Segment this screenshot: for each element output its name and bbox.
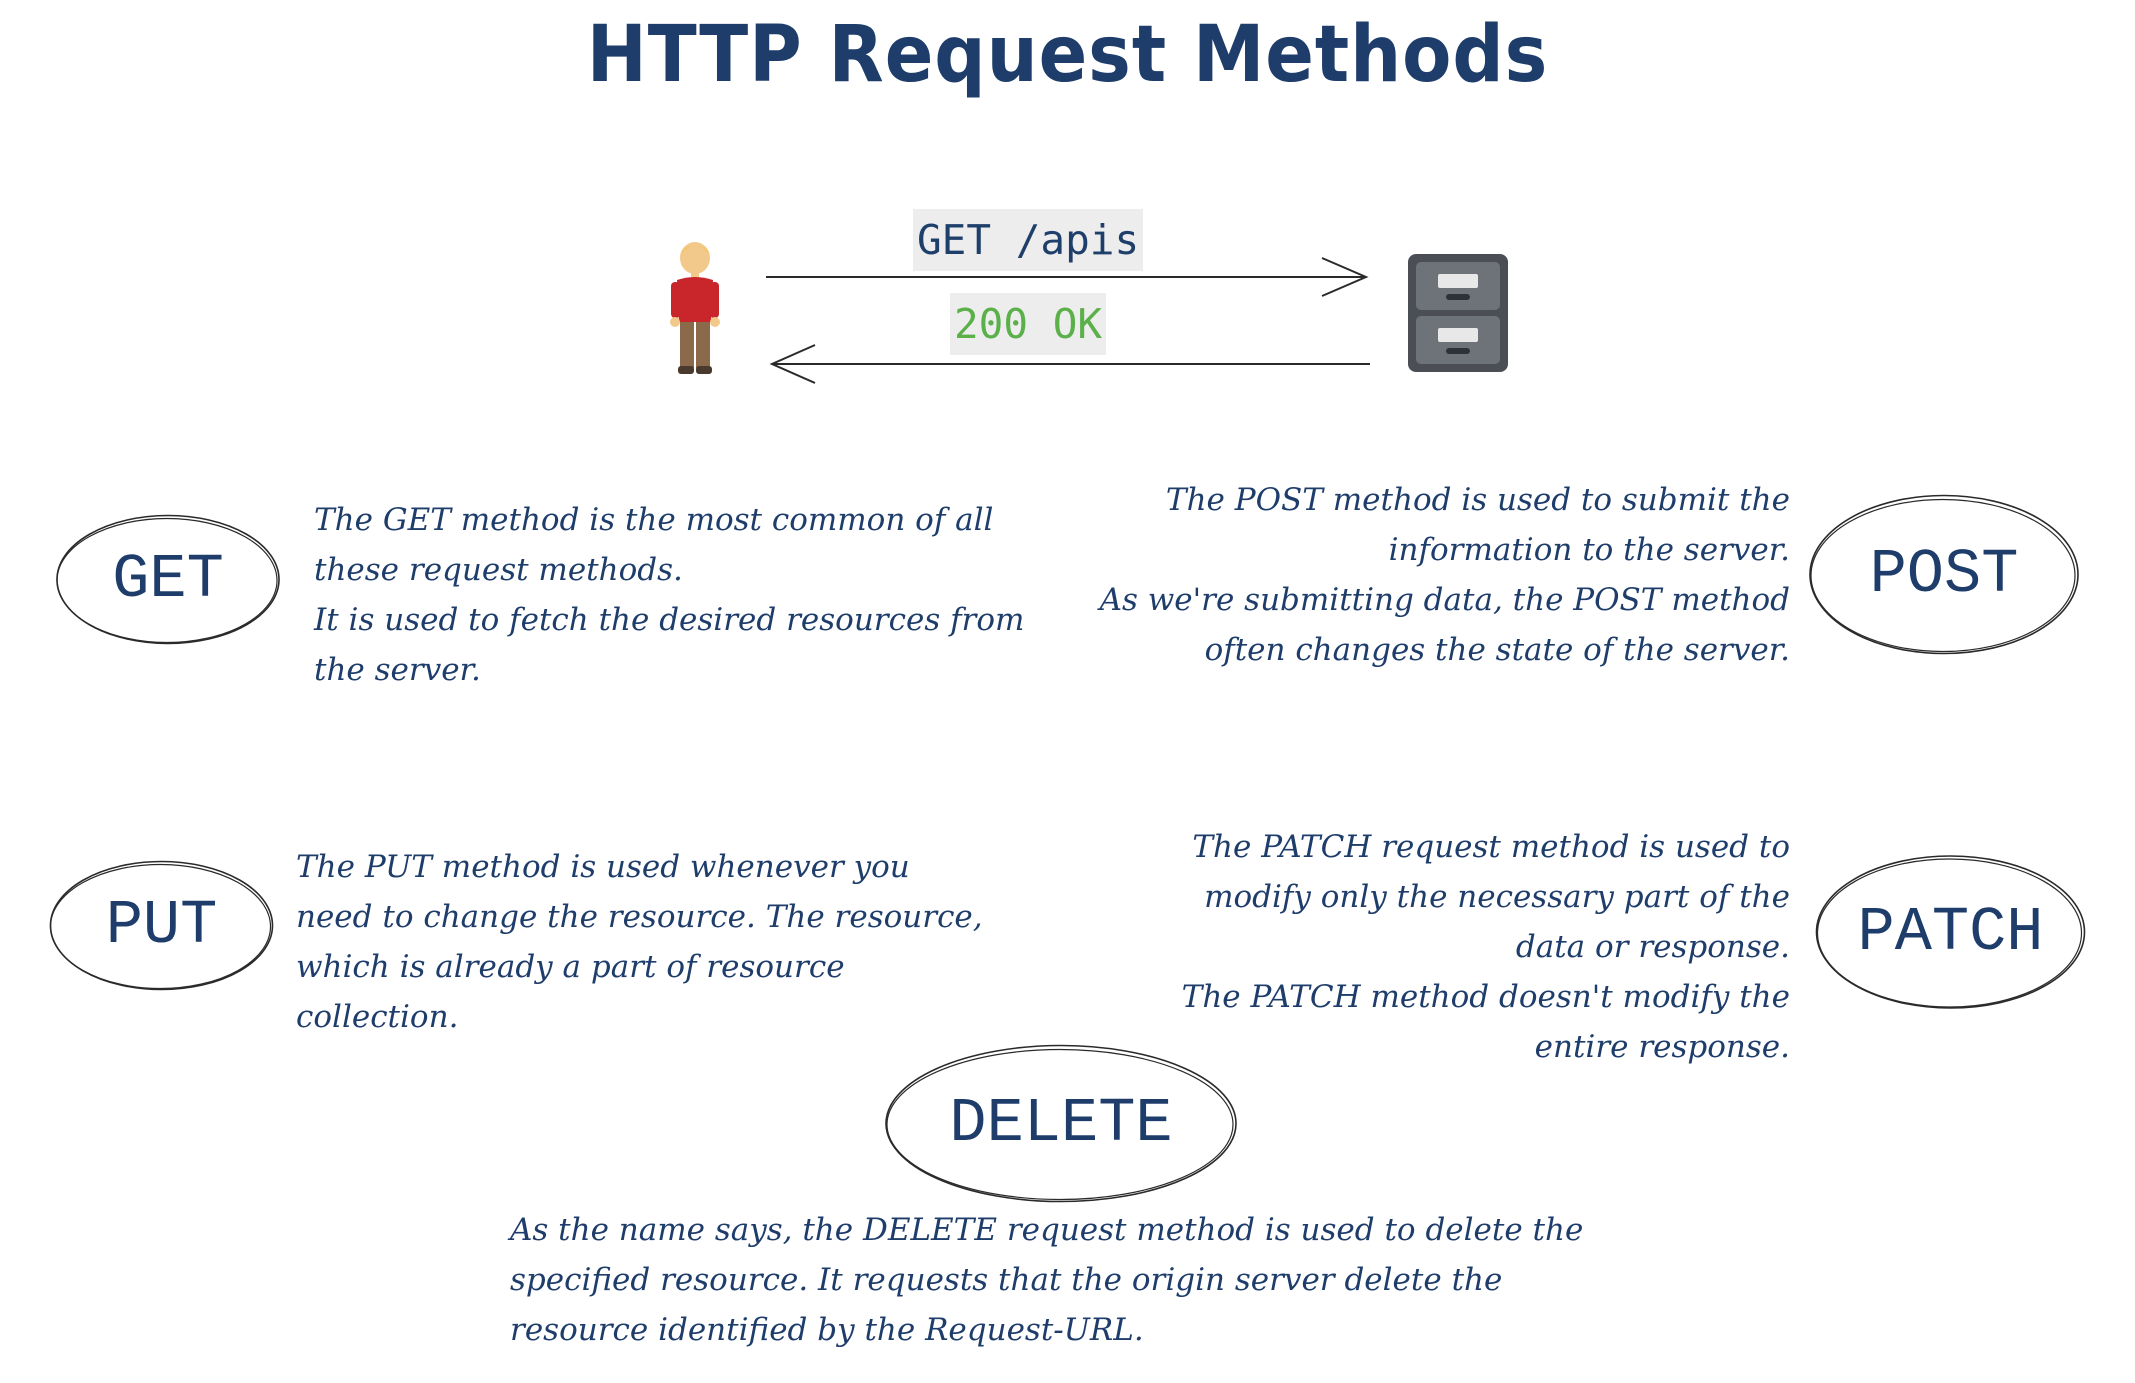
put-description-line: collection.	[296, 999, 459, 1035]
put-method-badge: PUT	[48, 859, 275, 992]
file-cabinet-icon	[1408, 254, 1508, 372]
post-description: The POST method is used to submit the in…	[1030, 475, 1790, 675]
get-method-badge: GET	[55, 513, 281, 646]
patch-description-line: modify only the necessary part of the	[1204, 879, 1790, 915]
patch-description-line: The PATCH request method is used to	[1192, 829, 1790, 865]
patch-description-line: The PATCH method doesn't modify the	[1181, 979, 1790, 1015]
post-description-line: often changes the state of the server.	[1204, 632, 1790, 668]
person-icon	[670, 242, 720, 374]
put-description-line: The PUT method is used whenever you	[296, 849, 910, 885]
delete-description: As the name says, the DELETE request met…	[510, 1205, 1583, 1355]
delete-description-line: As the name says, the DELETE request met…	[510, 1212, 1584, 1248]
post-description-line: information to the server.	[1388, 532, 1790, 568]
put-description-line: which is already a part of resource	[296, 949, 845, 985]
patch-method-badge: PATCH	[1814, 853, 2087, 1011]
put-description: The PUT method is used whenever you need…	[296, 842, 983, 1042]
delete-description-line: specified resource. It requests that the…	[510, 1262, 1503, 1298]
get-description-line: the server.	[314, 652, 481, 688]
post-method-badge: POST	[1808, 493, 2080, 656]
delete-method-badge: DELETE	[884, 1043, 1238, 1204]
get-description: The GET method is the most common of all…	[314, 495, 1024, 695]
get-description-line: these request methods.	[314, 552, 683, 588]
get-method-name: GET	[112, 544, 224, 615]
response-label: 200 OK	[950, 293, 1107, 355]
delete-description-line: resource identified by the Request-URL.	[510, 1312, 1144, 1348]
patch-description: The PATCH request method is used to modi…	[1030, 822, 1790, 1072]
patch-method-name: PATCH	[1857, 896, 2044, 968]
patch-description-line: entire response.	[1534, 1029, 1790, 1065]
get-description-line: It is used to fetch the desired resource…	[314, 602, 1025, 638]
post-method-name: POST	[1869, 539, 2019, 610]
post-description-line: As we're submitting data, the POST metho…	[1099, 582, 1790, 618]
post-description-line: The POST method is used to submit the	[1165, 482, 1790, 518]
get-description-line: The GET method is the most common of all	[314, 502, 994, 538]
put-description-line: need to change the resource. The resourc…	[296, 899, 983, 935]
request-label: GET /apis	[913, 209, 1144, 271]
page-title: HTTP Request Methods	[586, 10, 1549, 100]
patch-description-line: data or response.	[1515, 929, 1790, 965]
delete-method-name: DELETE	[949, 1088, 1173, 1159]
put-method-name: PUT	[105, 890, 218, 961]
